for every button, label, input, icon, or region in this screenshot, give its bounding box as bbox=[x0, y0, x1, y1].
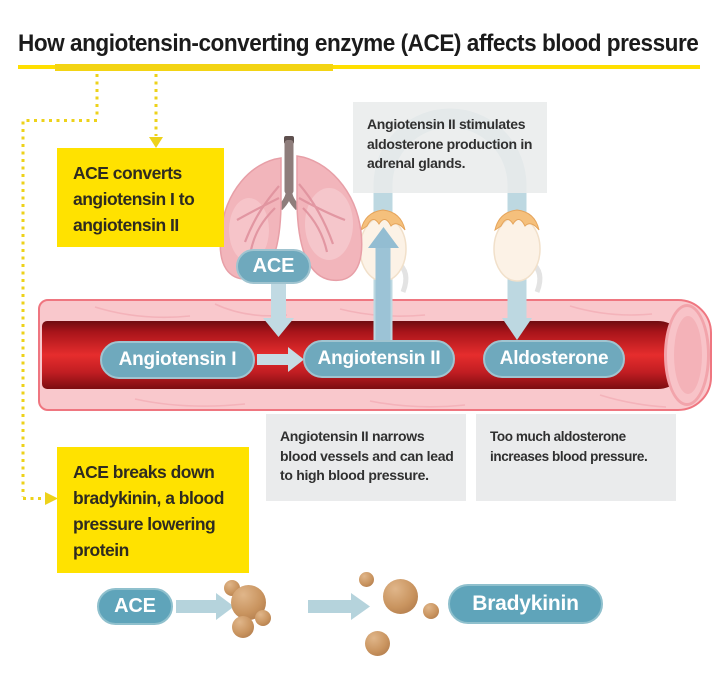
callout-ace-breaks-down: ACE breaks down bradykinin, a blood pres… bbox=[57, 447, 249, 573]
angiotensin1-to-2-arrow-icon bbox=[257, 354, 288, 365]
ace-bottom-pill: ACE bbox=[97, 588, 173, 625]
title-underline bbox=[18, 65, 700, 69]
aldosterone-down-arrow-icon bbox=[502, 318, 532, 340]
ace-to-vessel-arrowhead-icon bbox=[263, 318, 294, 337]
angiotensin2-up-arrowhead-icon bbox=[368, 227, 399, 248]
angiotensin2-pill: Angiotensin II bbox=[303, 340, 455, 378]
note-narrows: Angiotensin II narrows blood vessels and… bbox=[266, 414, 466, 501]
ace-breakdown-arrow-icon bbox=[176, 600, 216, 613]
ace-to-vessel-arrow-icon bbox=[271, 282, 286, 320]
dotted-arrowhead-down-icon bbox=[149, 137, 163, 148]
angiotensin1-pill: Angiotensin I bbox=[100, 341, 255, 379]
ace-breakdown-arrowhead-icon bbox=[216, 593, 234, 620]
note-aldosterone: Too much aldosterone increases blood pre… bbox=[476, 414, 676, 501]
ace-lungs-pill: ACE bbox=[236, 249, 311, 284]
note-adrenal: Angiotensin II stimulates aldosterone pr… bbox=[353, 102, 547, 193]
trachea-icon bbox=[284, 140, 294, 194]
aldosterone-pill: Aldosterone bbox=[483, 340, 625, 378]
callout-ace-converts: ACE converts angiotensin I to angiotensi… bbox=[57, 148, 224, 247]
vessel-end-cap-inner bbox=[674, 316, 702, 394]
bradykinin-pill: Bradykinin bbox=[448, 584, 603, 624]
adrenal-gland-right-icon bbox=[493, 209, 543, 293]
title-underline-accent bbox=[55, 64, 333, 71]
dotted-arrowhead-right-icon bbox=[45, 492, 58, 505]
angiotensin1-to-2-arrowhead-icon bbox=[288, 347, 304, 372]
fragment-dispersal-arrow-icon bbox=[308, 600, 351, 613]
page-title: How angiotensin-converting enzyme (ACE) … bbox=[18, 30, 699, 57]
angiotensin2-up-arrow-icon bbox=[375, 246, 391, 342]
fragment-dispersal-arrowhead-icon bbox=[351, 593, 370, 620]
